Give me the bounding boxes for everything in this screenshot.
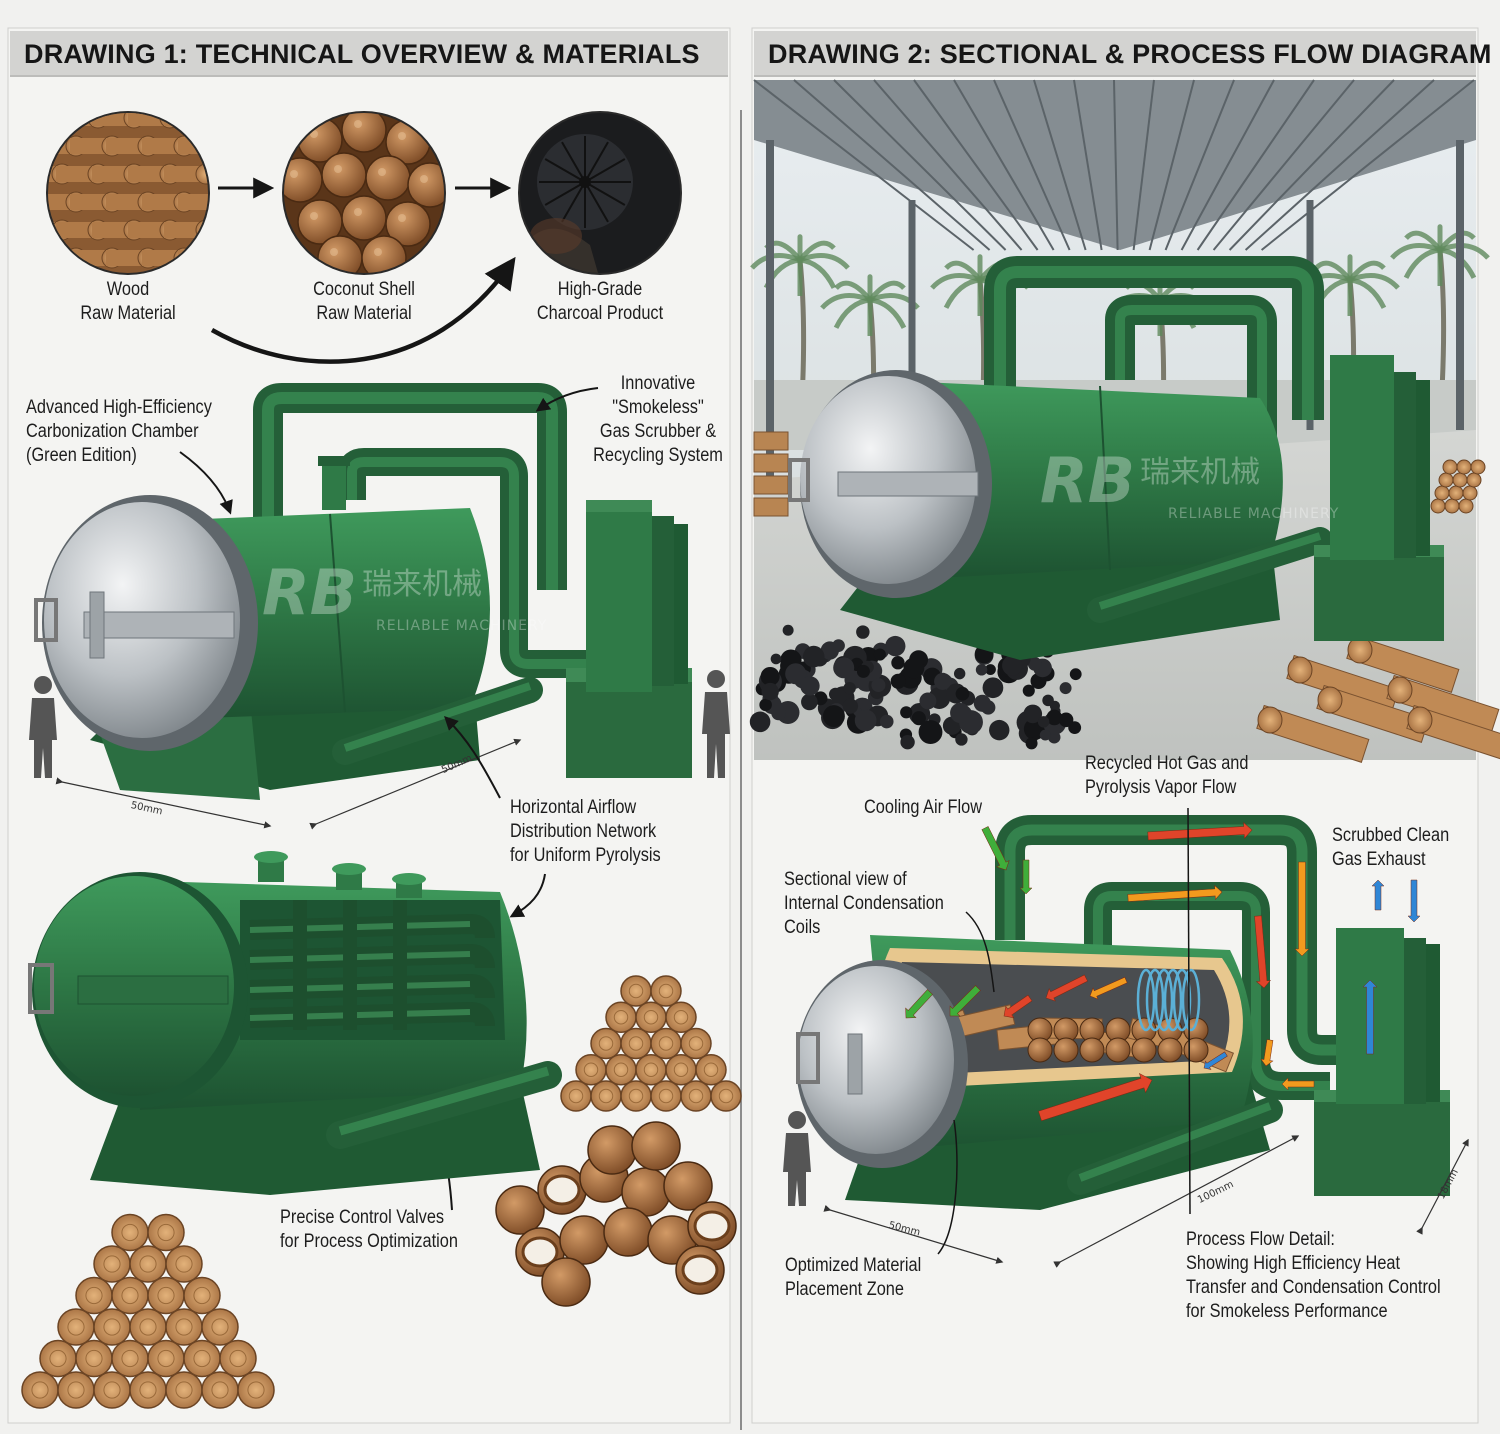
carbonization-machine-assembled — [34, 383, 692, 800]
panel-title-text: DRAWING 1: TECHNICAL OVERVIEW & MATERIAL… — [24, 39, 700, 69]
panel-title-text: DRAWING 2: SECTIONAL & PROCESS FLOW DIAG… — [768, 39, 1492, 69]
material-label-charcoal: High-Grade Charcoal Product — [536, 279, 664, 324]
dimension-line — [309, 738, 522, 830]
person-silhouette-icon — [702, 670, 730, 778]
panel-title-left: DRAWING 1: TECHNICAL OVERVIEW & MATERIAL… — [10, 31, 728, 77]
sectional-machine — [796, 815, 1450, 1210]
watermark-logo: RB 瑞来机械 RELIABLE MACHINERY — [1040, 444, 1338, 522]
chamber-label: Advanced High-Efficiency Carbonization C… — [26, 397, 212, 466]
carbonization-machine-scene — [788, 256, 1444, 660]
material-label-coconut: Coconut Shell Raw Material — [313, 279, 415, 324]
charcoal-icon — [518, 111, 682, 275]
dimension-line — [823, 1204, 1004, 1264]
coconut-shells-icon — [282, 111, 446, 275]
scrubber-label: Innovative "Smokeless" Gas Scrubber & Re… — [593, 373, 723, 466]
watermark-cn-text: 瑞来机械 — [1140, 455, 1261, 490]
carbonization-machine-open — [28, 851, 562, 1195]
airflow-label: Horizontal Airflow Distribution Network … — [510, 797, 661, 866]
leader-arrow — [509, 873, 546, 918]
watermark-en-text: RELIABLE MACHINERY — [376, 618, 548, 634]
leader-arrow — [444, 716, 501, 799]
process-flow-label: Process Flow Detail: Showing High Effici… — [1186, 1229, 1441, 1322]
wood-pile-icon — [21, 1213, 275, 1409]
leader-arrow — [179, 451, 233, 515]
person-silhouette-icon — [783, 1111, 811, 1206]
watermark-en-text: RELIABLE MACHINERY — [1168, 506, 1340, 522]
leader-line — [937, 1119, 958, 1255]
dimension-line — [1053, 1135, 1300, 1268]
watermark-logo-text: RB — [262, 556, 357, 629]
material-label-wood: Wood Raw Material — [80, 279, 176, 324]
dimension-line — [55, 777, 272, 829]
recycled-gas-label: Recycled Hot Gas and Pyrolysis Vapor Flo… — [1085, 753, 1249, 798]
person-silhouette-icon — [29, 676, 57, 778]
placement-zone-label: Optimized Material Placement Zone — [785, 1255, 922, 1300]
cooling-air-label: Cooling Air Flow — [864, 797, 983, 818]
watermark-logo-text: RB — [1040, 444, 1135, 517]
arrow-wood-to-charcoal — [210, 256, 516, 364]
process-flow-arrows — [905, 821, 1421, 1122]
valves-label: Precise Control Valves for Process Optim… — [280, 1207, 458, 1252]
leader-line — [965, 911, 995, 993]
dimension-line — [1416, 1138, 1469, 1235]
leader-arrow — [535, 387, 599, 412]
scrubbed-exhaust-label: Scrubbed Clean Gas Exhaust — [1332, 825, 1450, 870]
coconut-pile-icon — [495, 1121, 737, 1307]
watermark-logo: RB 瑞来机械 RELIABLE MACHINERY — [262, 556, 546, 634]
watermark-cn-text: 瑞来机械 — [362, 567, 483, 602]
sectional-view-label: Sectional view of Internal Condensation … — [784, 869, 944, 938]
wood-pile-icon — [560, 975, 742, 1112]
panel-title-right: DRAWING 2: SECTIONAL & PROCESS FLOW DIAG… — [754, 31, 1491, 77]
leader-line — [1187, 807, 1191, 1215]
